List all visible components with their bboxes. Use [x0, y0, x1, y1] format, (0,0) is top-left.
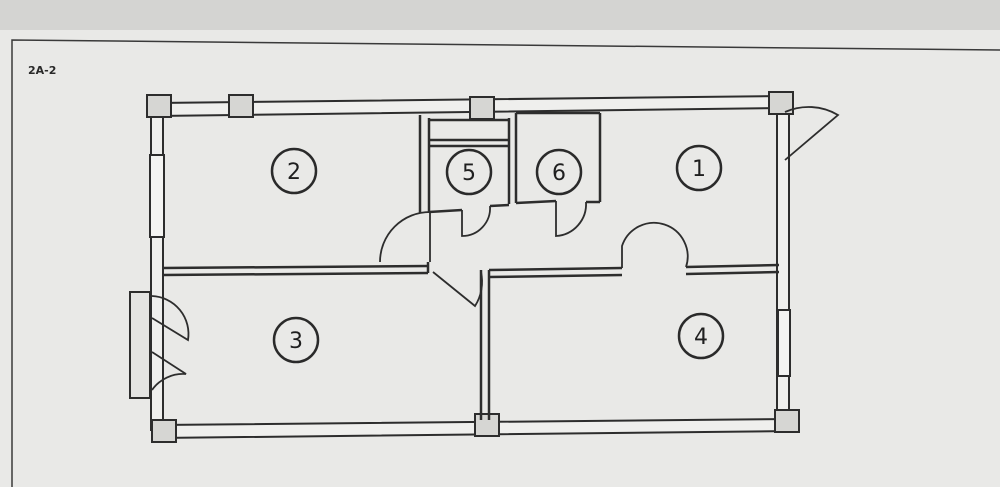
svg-text:4: 4 [694, 325, 708, 350]
svg-text:3: 3 [289, 329, 303, 354]
door-room-3 [432, 271, 483, 308]
room-label-2: 2 [270, 147, 318, 195]
doors [151, 106, 840, 391]
sheet-code: 2A-2 [28, 64, 56, 77]
svg-text:1: 1 [692, 157, 706, 182]
room-label-4: 4 [677, 312, 725, 360]
room-label-1: 1 [675, 144, 723, 192]
svg-text:5: 5 [462, 161, 476, 186]
column [469, 96, 495, 120]
room-label-5: 5 [445, 148, 493, 196]
door-room-6 [555, 201, 587, 237]
column [228, 94, 254, 118]
balcony-door-upper [151, 295, 190, 342]
window-right-room-4 [777, 309, 791, 377]
door-room-1-4 [621, 221, 689, 268]
drawing-frame [11, 39, 1000, 487]
column [146, 94, 172, 118]
column [768, 91, 794, 115]
entrance-door [784, 106, 840, 161]
column [151, 419, 177, 443]
svg-text:2: 2 [287, 160, 301, 185]
window-left-room-2 [149, 154, 165, 238]
balcony-door-lower [151, 351, 187, 391]
room-labels: 1 2 3 4 5 6 [270, 144, 725, 364]
column [774, 409, 800, 433]
column [474, 413, 500, 437]
windows [129, 154, 791, 399]
room-label-6: 6 [535, 148, 583, 196]
room-label-3: 3 [272, 316, 320, 364]
door-room-5 [461, 205, 491, 237]
svg-text:6: 6 [552, 161, 566, 186]
door-room-2 [379, 211, 431, 263]
window-left-room-3 [129, 291, 151, 399]
